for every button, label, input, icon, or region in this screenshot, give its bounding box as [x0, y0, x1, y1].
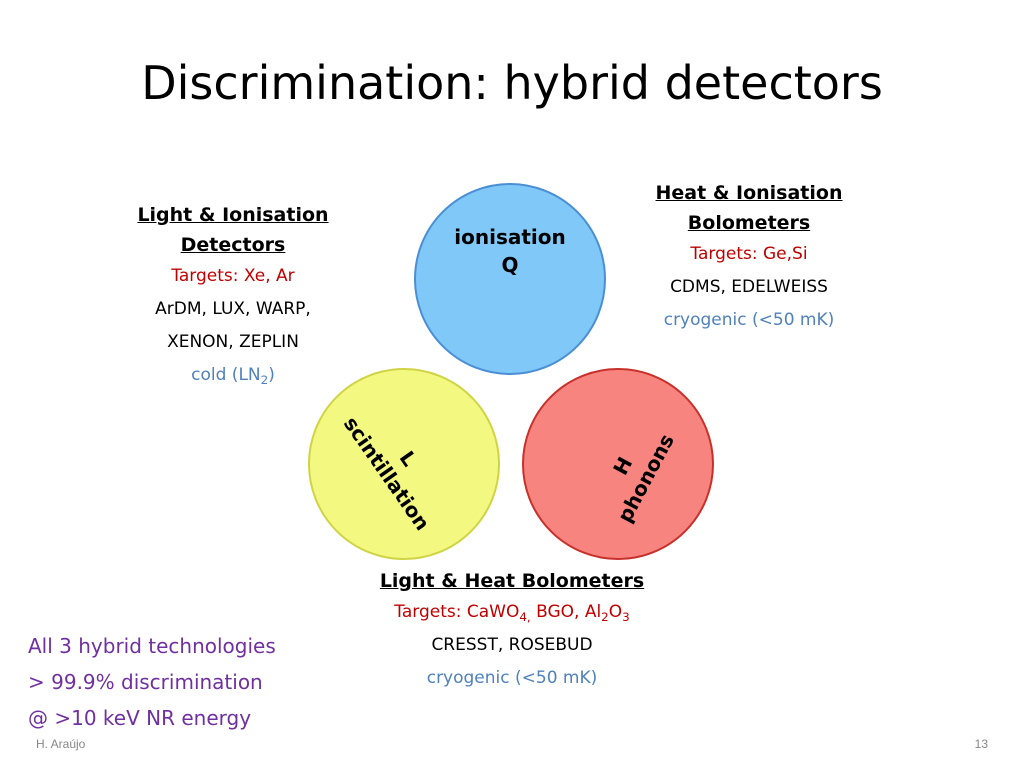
lh-targets-o: O [608, 602, 623, 622]
heat-ionisation-temperature: cryogenic (<50 mK) [663, 310, 835, 330]
light-ionisation-heading-line1: Light & Ionisation [137, 204, 329, 226]
lh-targets-sub3: 3 [622, 610, 630, 625]
summary-text: All 3 hybrid technologies > 99.9% discri… [28, 628, 348, 736]
ionisation-circle: ionisation Q [414, 183, 606, 375]
summary-line-3: @ >10 keV NR energy [28, 706, 252, 730]
summary-line-1: All 3 hybrid technologies [28, 634, 276, 658]
footer-author: H. Araújo [36, 737, 86, 751]
heat-ionisation-targets: Targets: Ge,Si [690, 244, 808, 264]
phonons-label-line2: phonons [612, 429, 679, 527]
light-heat-experiments: CRESST, ROSEBUD [431, 635, 593, 655]
scintillation-label-line2: scintillation [338, 412, 435, 535]
lh-targets-sub1: 4, [519, 610, 531, 625]
page-number: 13 [974, 737, 988, 751]
summary-line-2: > 99.9% discrimination [28, 670, 263, 694]
heat-ionisation-block: Heat & Ionisation Bolometers Targets: Ge… [610, 178, 888, 337]
light-ionisation-heading-line2: Detectors [180, 234, 286, 256]
ionisation-label-line2: Q [501, 253, 519, 277]
li-temp-suffix: ) [268, 365, 275, 385]
light-heat-block: Light & Heat Bolometers Targets: CaWO4, … [330, 566, 694, 695]
heat-ionisation-heading: Heat & Ionisation Bolometers [610, 178, 888, 238]
light-ionisation-block: Light & Ionisation Detectors Targets: Xe… [100, 200, 366, 392]
ionisation-label-line1: ionisation [454, 225, 566, 249]
light-heat-heading: Light & Heat Bolometers [379, 570, 645, 592]
heat-ionisation-heading-line2: Bolometers [687, 212, 811, 234]
light-ionisation-experiments-2: XENON, ZEPLIN [167, 332, 299, 352]
lh-targets-mid: BGO, Al [530, 602, 602, 622]
li-temp-prefix: cold (LN [191, 365, 261, 385]
phonons-circle: H phonons [522, 368, 714, 560]
heat-ionisation-heading-line1: Heat & Ionisation [655, 182, 843, 204]
lh-targets-sub2: 2 [601, 610, 609, 625]
light-ionisation-heading: Light & Ionisation Detectors [100, 200, 366, 260]
scintillation-circle-label: L scintillation [338, 397, 457, 536]
scintillation-circle: L scintillation [308, 368, 500, 560]
li-temp-sub: 2 [260, 373, 269, 388]
slide-title: Discrimination: hybrid detectors [141, 56, 883, 110]
light-heat-temperature: cryogenic (<50 mK) [426, 668, 598, 688]
scintillation-label-line1: L [394, 446, 422, 471]
lh-targets-prefix: Targets: CaWO [394, 602, 520, 622]
heat-ionisation-experiments: CDMS, EDELWEISS [670, 277, 828, 297]
light-ionisation-experiments-1: ArDM, LUX, WARP, [155, 299, 311, 319]
phonons-circle-label: H phonons [588, 417, 679, 527]
ionisation-circle-label: ionisation Q [454, 223, 565, 279]
light-heat-targets: Targets: CaWO4, BGO, Al2O3 [330, 596, 694, 629]
light-ionisation-temperature: cold (LN2) [100, 359, 366, 392]
light-ionisation-targets: Targets: Xe, Ar [171, 266, 295, 286]
